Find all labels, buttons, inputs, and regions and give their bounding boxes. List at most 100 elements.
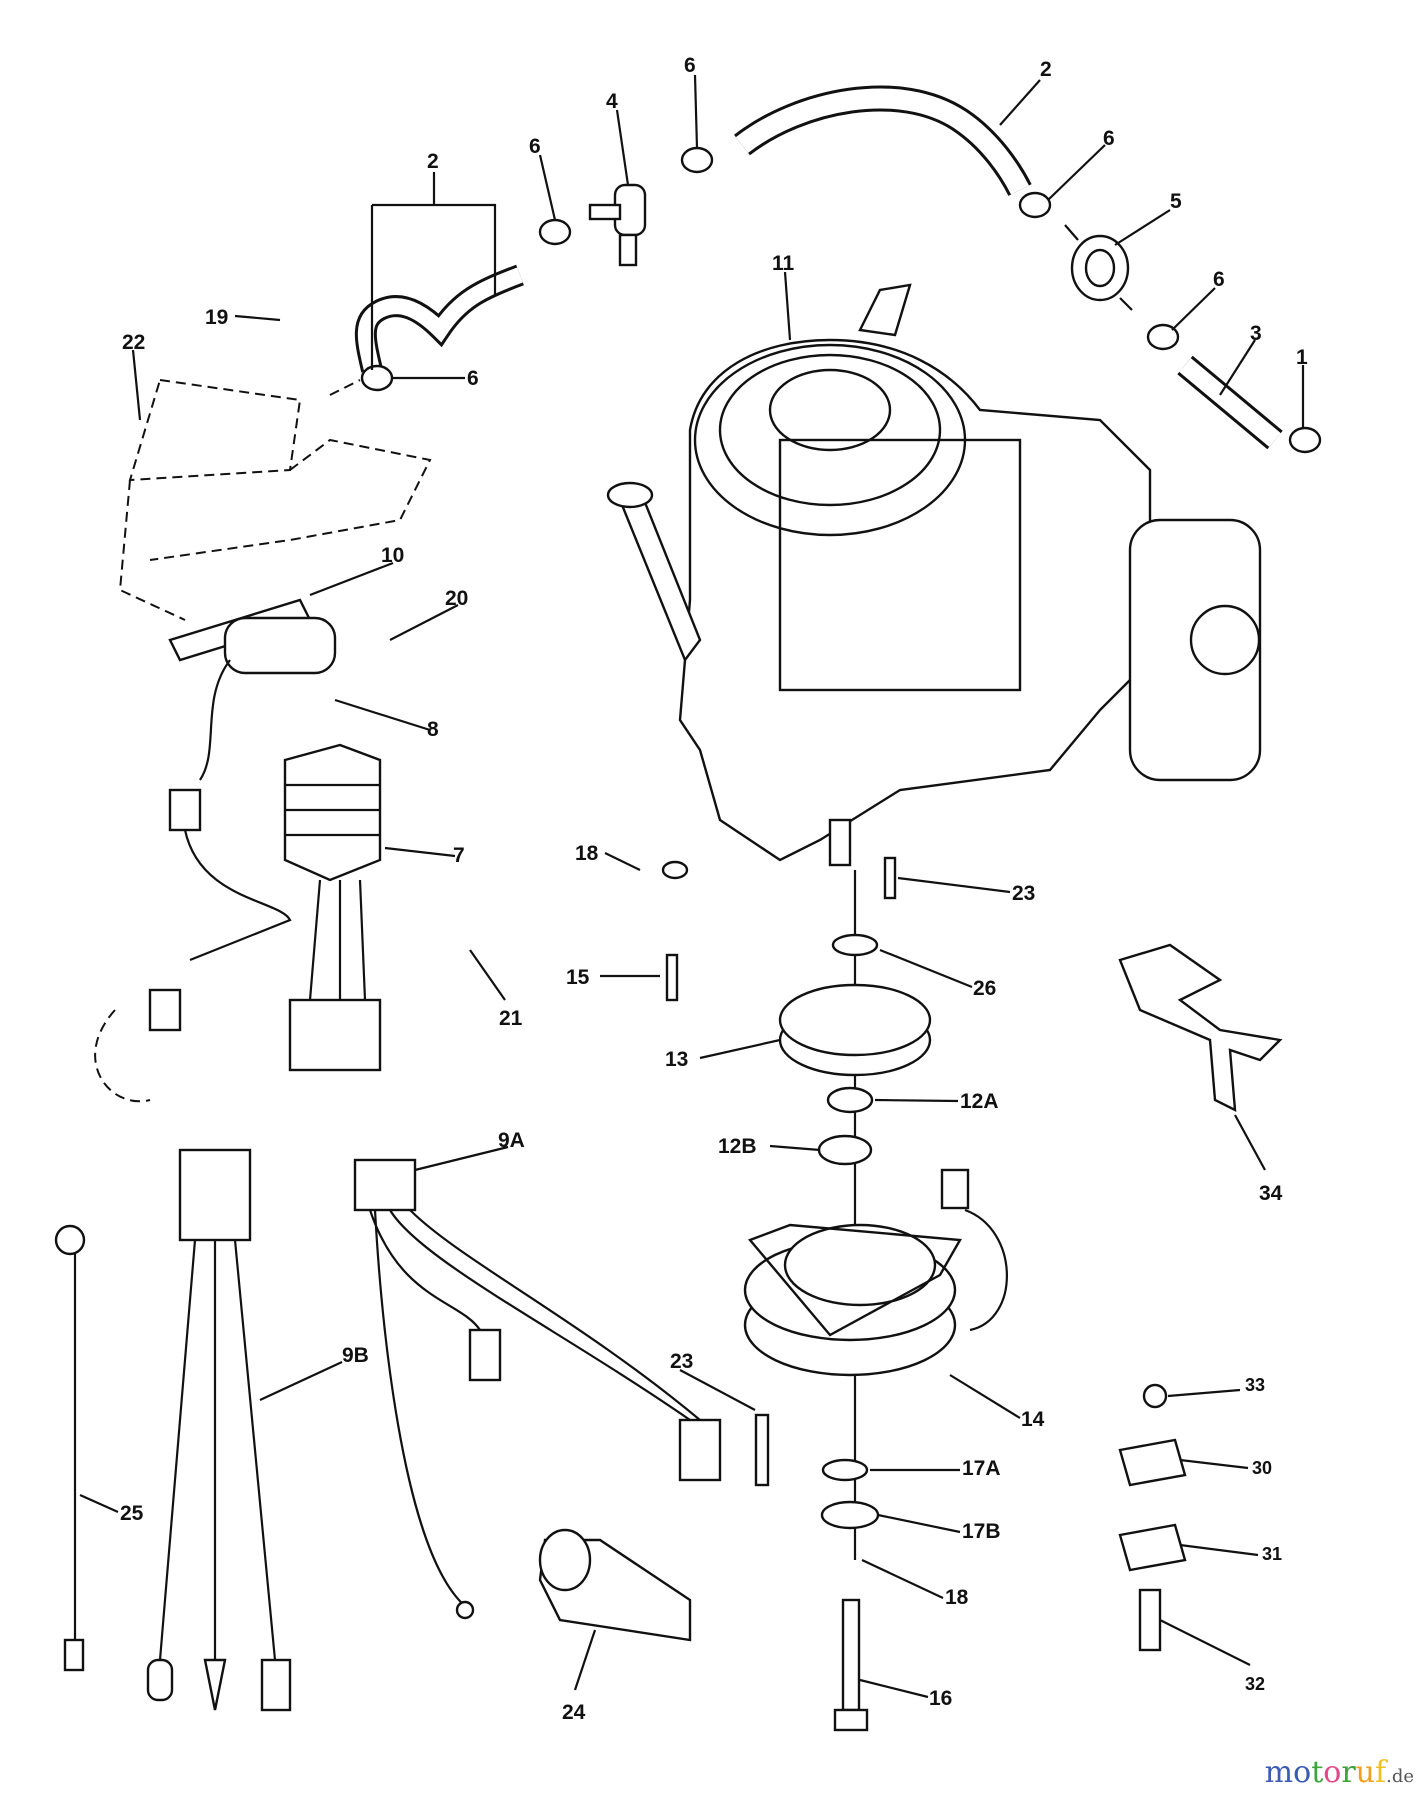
watermark-letters: motoruf: [1265, 1755, 1386, 1790]
leader-line: [1179, 1543, 1259, 1557]
callout-31: 31: [1262, 1544, 1282, 1564]
fuel-hoses: [354, 85, 1283, 450]
callout-16: 16: [929, 1687, 952, 1710]
leader-line: [1179, 1458, 1249, 1470]
leader-line: [783, 271, 792, 341]
callout-14: 14: [1021, 1408, 1045, 1431]
pulley-stack: [661, 860, 1008, 1732]
callout-10: 10: [381, 544, 404, 567]
callout-11: 11: [772, 252, 795, 275]
callout-21: 21: [499, 1007, 523, 1030]
callout-6c: 6: [1103, 127, 1115, 150]
leader-line: [999, 79, 1041, 126]
callout-12a: 12A: [960, 1090, 999, 1113]
leader-line: [414, 1145, 509, 1172]
ground-wire: [54, 1224, 86, 1672]
leader-line: [699, 1038, 781, 1060]
fuel-shutoff-valve: [588, 183, 647, 267]
leader-line: [769, 1144, 821, 1152]
hardware-30-33: [1118, 1383, 1187, 1652]
callout-5: 5: [1170, 190, 1182, 213]
callout-8: 8: [427, 718, 439, 741]
leader-line: [309, 561, 394, 597]
callout-20: 20: [445, 587, 468, 610]
leader-line: [693, 74, 699, 149]
leader-line: [859, 1678, 929, 1699]
callout-2a: 2: [427, 150, 439, 173]
callout-4: 4: [606, 90, 618, 113]
callout-1: 1: [1296, 346, 1308, 369]
leader-line: [384, 846, 456, 858]
callout-6d: 6: [1213, 268, 1225, 291]
leader-line: [573, 1629, 597, 1691]
leader-line: [370, 172, 497, 370]
watermark-letter: r: [1341, 1755, 1356, 1790]
pto-switch: [538, 1528, 692, 1642]
watermark-letter: u: [1355, 1755, 1375, 1790]
leader-line: [679, 1369, 756, 1411]
leader-line: [1171, 287, 1216, 331]
callout-19: 19: [205, 306, 228, 329]
callout-18a: 18: [575, 842, 599, 865]
leader-line: [874, 1098, 959, 1103]
callout-26: 26: [973, 977, 996, 1000]
callout-23a: 23: [1012, 882, 1035, 905]
watermark-logo: motoruf.de: [1265, 1755, 1414, 1790]
leader-line: [538, 154, 557, 221]
watermark-letter: t: [1311, 1755, 1324, 1790]
leader-line: [259, 1361, 343, 1401]
callout-32: 32: [1245, 1674, 1265, 1694]
harness-9b: [146, 1148, 292, 1712]
callout-3: 3: [1250, 322, 1262, 345]
leader-line: [949, 1374, 1021, 1419]
leader-line: [131, 349, 142, 421]
callout-6a: 6: [529, 135, 541, 158]
callout-9a: 9A: [498, 1129, 525, 1152]
leader-line: [1159, 1619, 1251, 1666]
leader-line: [79, 1493, 119, 1514]
watermark-letter: o: [1293, 1755, 1312, 1790]
mounting-plate: [118, 378, 432, 621]
callout-6b: 6: [684, 54, 696, 77]
leader-line: [861, 1559, 944, 1599]
callout-34: 34: [1259, 1182, 1283, 1205]
ignition-module: [168, 598, 337, 781]
leader-line: [897, 876, 1011, 894]
callout-24: 24: [562, 1701, 586, 1724]
leader-line: [389, 604, 459, 641]
wiring-harness: [353, 1158, 722, 1620]
callout-2b: 2: [1040, 58, 1052, 81]
callout-17b: 17B: [962, 1520, 1001, 1543]
leader-line: [1167, 1388, 1241, 1398]
callout-15: 15: [566, 966, 590, 989]
leader-line: [604, 852, 641, 871]
leader-line: [877, 1513, 961, 1534]
leader-line: [1114, 209, 1171, 246]
callout-12b: 12B: [718, 1135, 757, 1158]
bracket-34: [1118, 943, 1283, 1113]
leader-line: [615, 109, 630, 186]
leader-line: [334, 698, 431, 732]
watermark-letter: m: [1264, 1755, 1294, 1790]
callout-7: 7: [453, 844, 465, 867]
leader-line: [469, 949, 506, 1001]
leader-line: [1219, 339, 1256, 396]
leader-line: [879, 948, 973, 989]
watermark-letter: o: [1323, 1755, 1342, 1790]
callout-30: 30: [1252, 1458, 1272, 1478]
callout-33: 33: [1245, 1375, 1265, 1395]
callout-18b: 18: [945, 1586, 969, 1609]
engine: [606, 283, 1262, 900]
rectifier: [94, 743, 382, 1103]
watermark-suffix: .de: [1386, 1766, 1414, 1787]
fuel-filter: [1064, 224, 1133, 311]
callout-13: 13: [665, 1048, 688, 1071]
leader-lines: [79, 74, 1305, 1699]
watermark-letter: f: [1374, 1755, 1387, 1790]
leader-line: [234, 314, 281, 322]
callout-22: 22: [122, 331, 145, 354]
callout-6e: 6: [467, 367, 479, 390]
callout-23b: 23: [670, 1350, 693, 1373]
leader-line: [1047, 144, 1106, 201]
